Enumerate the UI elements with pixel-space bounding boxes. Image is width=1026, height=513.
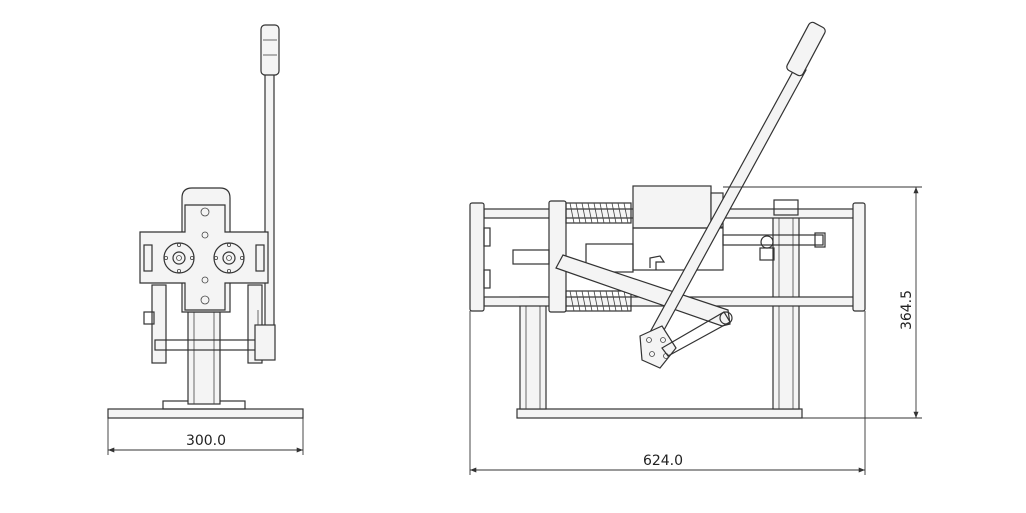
dimension-side-length: 624.0	[469, 311, 866, 475]
dimension-front-width-label: 300.0	[186, 433, 226, 449]
front-die-holder	[139, 204, 269, 311]
side-end-plate-right	[852, 202, 866, 312]
front-handle-rod	[264, 69, 275, 333]
front-base-plate	[107, 408, 304, 419]
front-handle-grip	[260, 24, 280, 76]
dimension-side-length-label: 624.0	[643, 453, 683, 469]
dimension-side-height: 364.5	[723, 186, 922, 419]
side-lever-grip	[786, 21, 826, 77]
side-link-arm	[555, 254, 731, 327]
dimension-side-height-label: 364.5	[899, 290, 915, 330]
side-end-plate-left	[469, 202, 485, 312]
front-view	[107, 24, 304, 419]
side-view	[469, 21, 866, 419]
side-pivot-plate	[639, 325, 677, 369]
front-column	[187, 311, 221, 405]
dimension-front-width: 300.0	[107, 418, 304, 455]
side-housing	[632, 185, 712, 229]
side-base-plate	[516, 408, 803, 419]
